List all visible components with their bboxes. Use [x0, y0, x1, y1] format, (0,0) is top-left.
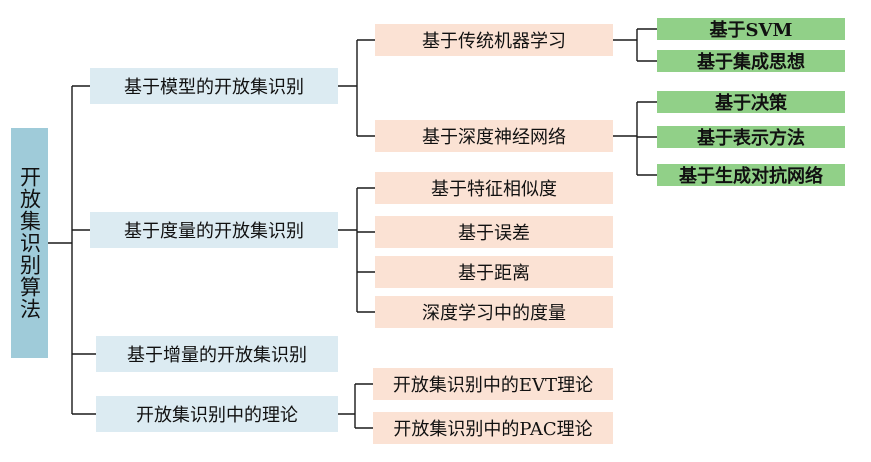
node-feature-similarity: 基于特征相似度 [375, 172, 613, 204]
branch-osr-theory: 开放集识别中的理论 [96, 396, 338, 432]
node-evt-theory: 开放集识别中的EVT理论 [373, 368, 613, 400]
node-deep-learning-metric: 深度学习中的度量 [375, 296, 613, 328]
node-pac-theory: 开放集识别中的PAC理论 [373, 412, 613, 444]
node-distance: 基于距离 [375, 256, 613, 288]
leaf-decision: 基于决策 [657, 91, 845, 114]
leaf-ensemble: 基于集成思想 [657, 50, 845, 73]
branch-model-based-osr: 基于模型的开放集识别 [90, 68, 338, 104]
leaf-representation: 基于表示方法 [657, 126, 845, 149]
root-node-open-set-recognition-algorithms: 开放集识别算法 [11, 128, 48, 358]
leaf-svm: 基于SVM [657, 18, 845, 41]
node-error: 基于误差 [375, 216, 613, 248]
branch-metric-based-osr: 基于度量的开放集识别 [90, 212, 338, 248]
branch-incremental-osr: 基于增量的开放集识别 [96, 336, 338, 372]
node-traditional-ml: 基于传统机器学习 [375, 24, 613, 56]
leaf-gan: 基于生成对抗网络 [657, 164, 845, 187]
node-deep-neural-network: 基于深度神经网络 [375, 120, 613, 152]
